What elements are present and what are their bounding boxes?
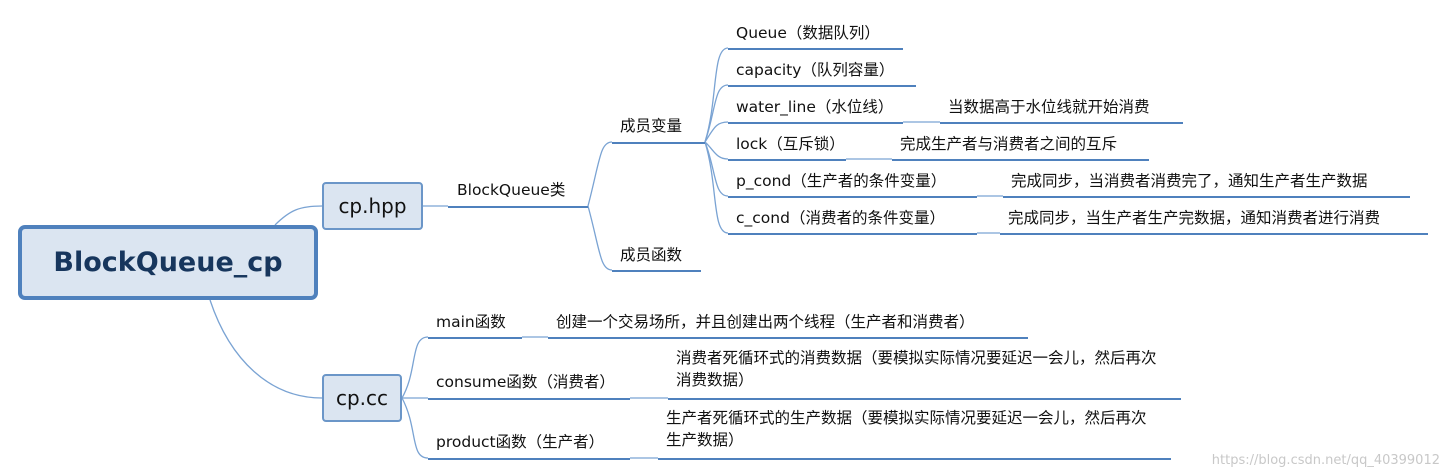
cc-node[interactable]: cp.cc [322,374,402,422]
cc-item-consume[interactable]: consume函数（消费者） [436,373,615,391]
member-water-line-note[interactable]: 当数据高于水位线就开始消费 [948,98,1150,116]
connector-member-0 [704,47,729,143]
cc-item-product[interactable]: product函数（生产者） [436,433,605,451]
member-c-cond-note[interactable]: 完成同步，当生产者生产完数据，通知消费者进行消费 [1008,209,1381,227]
cc-item-main[interactable]: main函数 [436,313,506,331]
note-underline [1003,196,1410,198]
functions-label[interactable]: 成员函数 [620,246,683,264]
note-underline [892,159,1149,161]
connector-member-1 [704,84,729,143]
member-queue[interactable]: Queue（数据队列） [736,24,880,42]
connector-class-members [587,141,613,207]
member-c-cond[interactable]: c_cond（消费者的条件变量） [736,209,945,227]
cc-item-underline [428,458,630,460]
connector-member-3 [704,141,729,160]
member-water-line[interactable]: water_line（水位线） [736,98,894,116]
member-capacity[interactable]: capacity（队列容量） [736,61,895,79]
class-underline [448,206,588,208]
member-underline [728,196,977,198]
functions-underline [612,270,701,272]
root-node[interactable]: BlockQueue_cp [18,225,318,300]
connector-member-4 [704,141,729,197]
watermark: https://blog.csdn.net/qq_40399012 [1211,453,1440,468]
cc-item-consume-note[interactable]: 消费者死循环式的消费数据（要模拟实际情况要延迟一会儿，然后再次消费数据） [676,349,1157,389]
member-underline [728,233,977,235]
connector-root-cc [209,299,323,399]
cc-item-underline [428,398,630,400]
connector-class-functions [587,205,613,271]
connector-member-5 [704,141,729,234]
connector-root-hpp [274,205,323,226]
member-underline [728,85,916,87]
hpp-node[interactable]: cp.hpp [322,182,423,230]
note-underline [940,122,1183,124]
member-underline [728,159,846,161]
member-underline [728,122,903,124]
member-p-cond-note[interactable]: 完成同步，当消费者消费完了，通知生产者生产数据 [1011,172,1368,190]
cc-item-underline [428,337,522,339]
member-underline [728,48,903,50]
note-underline [668,398,1181,400]
members-underline [612,142,705,144]
members-label[interactable]: 成员变量 [620,117,683,135]
cc-item-product-note[interactable]: 生产者死循环式的生产数据（要模拟实际情况要延迟一会儿，然后再次生产数据） [666,409,1147,449]
note-underline [1000,233,1428,235]
member-lock-note[interactable]: 完成生产者与消费者之间的互斥 [900,135,1118,153]
member-lock[interactable]: lock（互斥锁） [736,135,845,153]
connector-cc-2 [401,397,429,459]
cc-item-main-note[interactable]: 创建一个交易场所，并且创建出两个线程（生产者和消费者） [556,313,975,331]
connector-cc-0 [401,336,429,399]
class-label[interactable]: BlockQueue类 [457,181,566,199]
note-underline [658,458,1171,460]
note-underline [548,337,1028,339]
connector-member-2 [704,121,729,143]
member-p-cond[interactable]: p_cond（生产者的条件变量） [736,172,947,190]
